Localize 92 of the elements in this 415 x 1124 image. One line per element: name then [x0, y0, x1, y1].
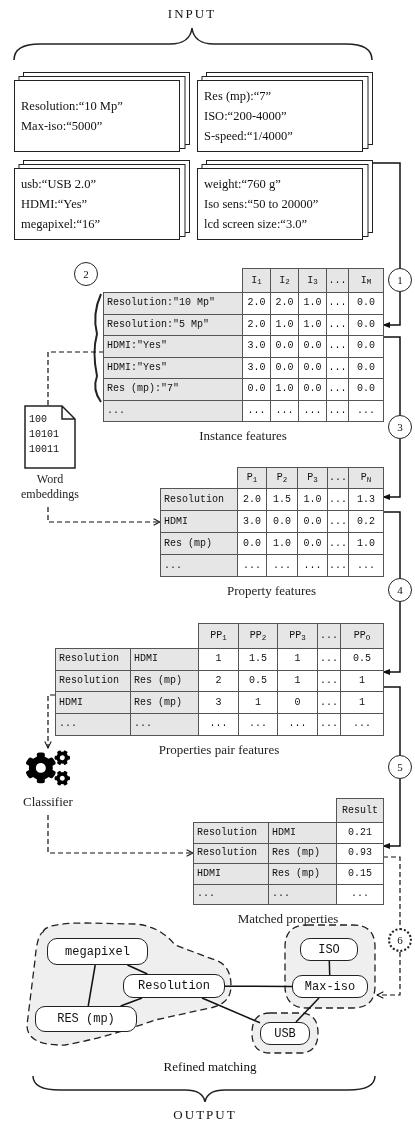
record-stack: [197, 72, 373, 152]
table-cell: ...: [193, 883, 269, 905]
attribute-text: weight:“760 g”: [204, 175, 282, 193]
table-cell: ...: [348, 399, 384, 422]
header-cell: PP$_{2}$: [238, 623, 278, 649]
group-region: [250, 1011, 320, 1055]
table-cell: HDMI:"Yes": [103, 335, 243, 358]
connector-line: [382, 336, 401, 416]
table-cell: Resolution: [55, 648, 131, 671]
table-cell: HDMI: [160, 510, 238, 533]
record-stack: [197, 160, 373, 240]
header-cell: P$_{3}$: [297, 467, 328, 489]
section-caption: Refined matching: [162, 1058, 258, 1076]
arrow: [382, 291, 401, 329]
table-cell: Res (mp): [268, 863, 337, 885]
property-node: megapixel: [47, 938, 148, 965]
connector-line: [47, 351, 104, 406]
table-cell: ...: [103, 399, 243, 422]
attribute-text: Max-iso:“5000”: [21, 117, 104, 135]
header-cell: PP$_{3}$: [277, 623, 318, 649]
table-caption: Instance features: [199, 427, 287, 445]
connector-line: [119, 997, 143, 1007]
arrow: [47, 814, 194, 857]
connector-line: [382, 511, 401, 579]
arrow: [382, 601, 401, 676]
property-node: Max-iso: [292, 975, 368, 998]
section-heading: INPUT: [166, 5, 218, 23]
arrow: [47, 506, 161, 526]
table-cell: HDMI: [268, 822, 337, 844]
feature-table: [55, 623, 383, 758]
arrow: [382, 438, 401, 501]
arrow: [382, 778, 401, 850]
table-caption: Matched properties: [237, 910, 339, 928]
table-cell: Resolution: [193, 842, 269, 864]
property-node: Resolution: [123, 974, 225, 998]
node-label: Classifier: [23, 793, 73, 811]
binary-text: 10101: [29, 428, 59, 441]
table-cell: Res (mp):"7": [103, 378, 243, 401]
header-cell: ...: [317, 623, 341, 649]
connector-line: [328, 960, 331, 976]
record-stack: [14, 72, 190, 152]
connector-line: [372, 162, 401, 269]
table-cell: HDMI: [130, 648, 199, 671]
section-heading: OUTPUT: [172, 1106, 238, 1124]
table-caption: Property features: [226, 582, 317, 600]
table-cell: Resolution: [160, 488, 238, 511]
attribute-text: Res (mp):“7”: [204, 87, 272, 105]
header-cell: PP$_{1}$: [198, 623, 239, 649]
attribute-text: usb:“USB 2.0”: [21, 175, 97, 193]
table-cell: Resolution: [193, 822, 269, 844]
table-cell: Res (mp): [160, 532, 238, 555]
record-stack: [14, 160, 190, 240]
connector-line: [201, 997, 261, 1024]
table-cell: ...: [160, 554, 238, 577]
connector-line: [126, 964, 149, 975]
property-node: USB: [260, 1022, 310, 1045]
property-node: ISO: [300, 938, 358, 961]
table-caption: Properties pair features: [158, 740, 280, 759]
property-node: RES (mp): [35, 1006, 137, 1032]
table-cell: HDMI: [55, 691, 131, 715]
table-cell: ...: [130, 713, 199, 736]
table-cell: ...: [336, 883, 384, 905]
header-cell: P$_{N}$: [348, 467, 384, 489]
table-cell: HDMI: [193, 863, 269, 885]
connector-line: [295, 997, 320, 1023]
header-cell: PP$_{O}$: [340, 623, 384, 649]
connector-line: [87, 964, 96, 1007]
feature-table: [160, 467, 383, 600]
header-cell: Result: [336, 798, 384, 823]
table-cell: ...: [348, 554, 384, 577]
arrow: [44, 694, 56, 749]
header-cell: I$_{M}$: [348, 268, 384, 293]
header-cell: ...: [327, 467, 349, 489]
table-cell: ...: [340, 713, 384, 736]
table-cell: ...: [55, 713, 131, 736]
attribute-text: Iso sens:“50 to 20000”: [204, 195, 320, 213]
attribute-text: megapixel:“16”: [21, 215, 102, 233]
attribute-text: HDMI:“Yes”: [21, 195, 89, 213]
attribute-text: lcd screen size:“3.0”: [204, 215, 309, 233]
attribute-text: ISO:“200-4000”: [204, 107, 288, 125]
attribute-text: S-speed:“1/4000”: [204, 127, 294, 145]
connector-line: [382, 686, 401, 756]
node-label: Word embeddings: [20, 472, 80, 502]
binary-text: 10011: [29, 443, 59, 456]
header-cell: P$_{2}$: [266, 467, 298, 489]
binary-text: 100: [29, 413, 48, 426]
connector-line: [224, 985, 293, 988]
header-cell: P$_{1}$: [237, 467, 267, 489]
table-cell: Resolution:"10 Mp": [103, 292, 243, 315]
group-region: [25, 920, 233, 1048]
attribute-text: Resolution:“10 Mp”: [21, 97, 124, 115]
arrow: [376, 951, 401, 999]
